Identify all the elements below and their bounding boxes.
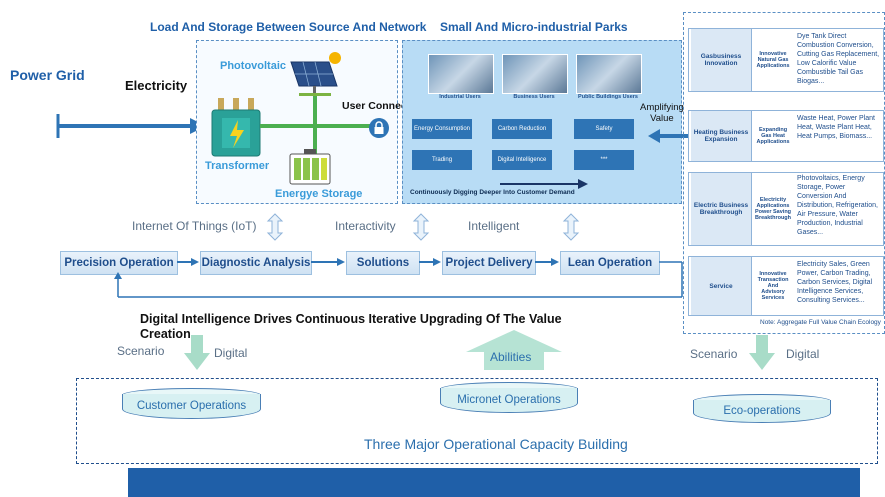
park-cell: Energy Consumption [412,119,472,139]
side-mid: Electricity Applications Power Saving Br… [754,197,792,221]
digital-left: Digital [214,346,248,360]
load-storage-title: Load And Storage Between Source And Netw… [150,20,427,34]
park-cell: Carbon Reduction [492,119,552,139]
parks-title: Small And Micro-industrial Parks [440,20,628,34]
flow-step-precision: Precision Operation [60,251,178,275]
side-mid: Innovative Transaction And Advisory Serv… [757,271,789,301]
storage-label: Energye Storage [275,188,363,200]
power-grid-label: Power Grid [10,67,85,83]
side-desc: Dye Tank Direct Combustion Conversion, C… [797,33,880,85]
scenario-right: Scenario [690,347,738,361]
interactivity-label: Interactivity [335,219,396,233]
public-buildings-photo [576,54,642,94]
digging-arrow-icon [500,179,588,189]
up-arrow-icon [466,330,562,370]
business-users-photo [502,54,568,94]
down-arrow-icon [749,335,775,370]
cylinder-customer-ops: Customer Operations [122,394,261,419]
iot-label: Internet Of Things (IoT) [132,219,257,233]
connection-lines [260,96,370,156]
park-cell: Digital Intelligence [492,150,552,170]
flow-step-lean: Lean Operation [560,251,660,275]
electricity-label: Electricity [125,78,188,93]
solar-panel-icon [290,52,341,96]
double-arrow-icon [266,213,284,241]
scenario-left: Scenario [117,344,165,358]
amplifying-label: Amplifying Value [640,102,684,124]
side-box-electric: Electric Business Breakthrough Electrici… [688,172,884,246]
side-title: Electric Business Breakthrough [691,173,752,245]
double-arrow-icon [412,213,430,241]
side-desc: Waste Heat, Power Plant Heat, Waste Plan… [797,115,875,140]
electricity-arrow-icon [56,114,206,138]
intelligent-label: Intelligent [468,219,520,233]
flow-step-diagnostic: Diagnostic Analysis [200,251,312,275]
digital-right: Digital [786,347,820,361]
side-mid: Innovative Natural Gas Applications [756,51,790,69]
side-title: Service [691,257,752,315]
flow-step-project-delivery: Project Delivery [442,251,536,275]
side-box-gas: Gasbusiness Innovation Innovative Natura… [688,28,884,92]
photovoltaic-label: Photovoltaic [220,60,287,72]
abilities-label: Abilities [490,350,532,364]
side-desc: Photovoltaics, Energy Storage, Power Con… [797,175,878,236]
industrial-users-photo [428,54,494,94]
headline: Digital Intelligence Drives Continuous I… [140,312,562,341]
photo-label: Public Buildings Users [578,94,638,100]
photo-label: Business Users [513,94,555,100]
bottom-bar [128,468,860,497]
digging-text: Continuously Digging Deeper Into Custome… [410,189,575,196]
side-box-heating: Heating Business Expansion Expanding Gas… [688,110,884,162]
battery-icon [289,149,331,185]
park-cell: Safety [574,119,634,139]
side-note: Note: Aggregate Full Value Chain Ecology [760,319,881,326]
park-cell: *** [574,150,634,170]
side-box-service: Service Innovative Transaction And Advis… [688,256,884,316]
side-title: Gasbusiness Innovation [691,29,752,91]
cylinder-micronet-ops: Micronet Operations [440,388,578,413]
amplifying-arrow-icon [648,129,690,143]
down-arrow-icon [184,335,210,370]
flow-step-solutions: Solutions [346,251,420,275]
side-title: Heating Business Expansion [691,111,752,161]
lock-icon [369,118,389,138]
park-cell: Trading [412,150,472,170]
cylinder-eco-ops: Eco-operations [693,400,831,423]
user-connect-label: User Connect [342,100,411,112]
side-desc: Electricity Sales, Green Power, Carbon T… [797,261,873,304]
capacity-label: Three Major Operational Capacity Buildin… [364,436,628,452]
transformer-label: Transformer [205,160,270,172]
flow-arrows [114,258,683,298]
side-mid: Expanding Gas Heat Applications [756,127,790,145]
capacity-box [76,378,878,464]
photo-label: Industrial Users [439,94,481,100]
transformer-icon [211,98,261,157]
double-arrow-icon [562,213,580,241]
